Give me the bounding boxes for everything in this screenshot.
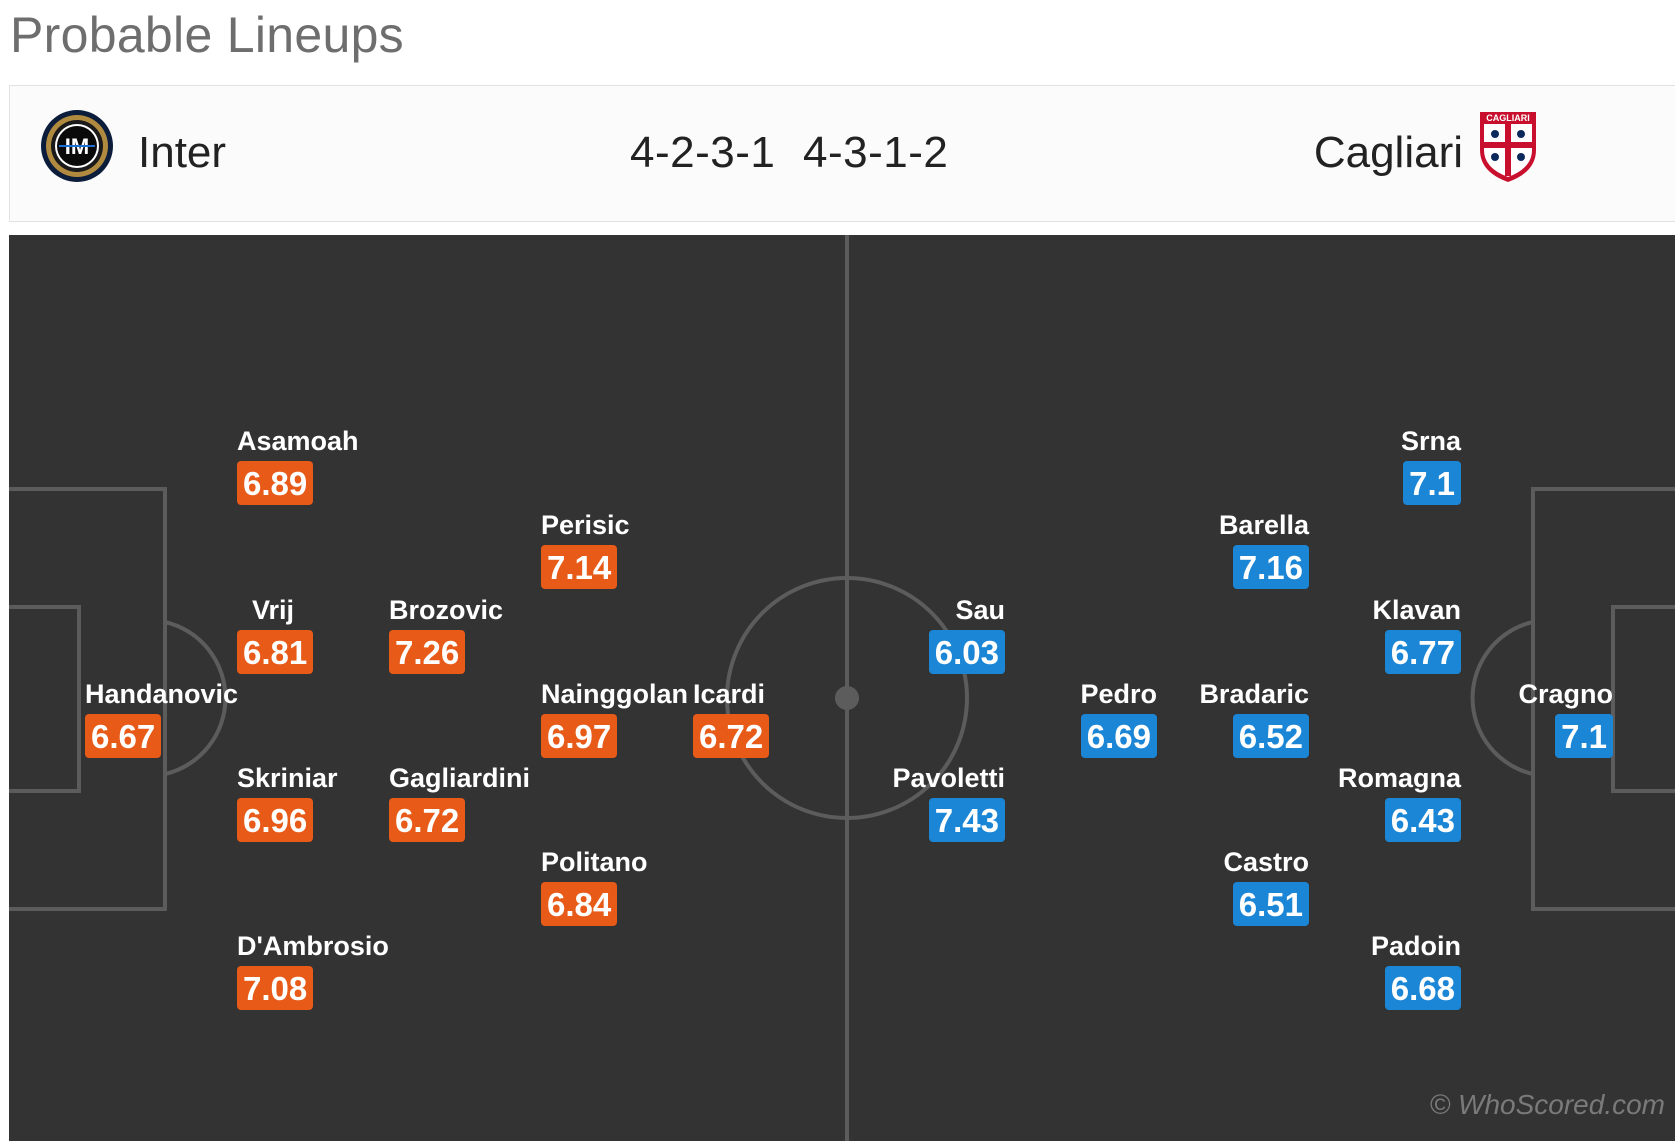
player-name: Skriniar xyxy=(237,763,338,793)
player-name: Handanovic xyxy=(85,679,239,709)
player-rating: 7.43 xyxy=(928,798,1005,842)
away-player-cragno[interactable]: Cragno 7.1 xyxy=(1518,678,1614,758)
away-player-pedro[interactable]: Pedro 6.69 xyxy=(1080,678,1157,758)
player-name: Srna xyxy=(1400,426,1461,456)
player-name: Perisic xyxy=(541,510,630,540)
player-name: D'Ambrosio xyxy=(237,931,389,961)
player-name: Bradaric xyxy=(1199,679,1309,709)
player-name: Barella xyxy=(1218,510,1309,540)
player-rating: 6.89 xyxy=(237,461,314,505)
away-team-name[interactable]: Cagliari xyxy=(1313,128,1463,177)
home-player-brozovic[interactable]: Brozovic 7.26 xyxy=(389,594,503,674)
player-rating: 6.52 xyxy=(1232,714,1309,758)
away-player-pavoletti[interactable]: Pavoletti 7.43 xyxy=(892,762,1005,842)
cagliari-crest-text: CAGLIARI xyxy=(1486,113,1530,123)
player-rating: 6.77 xyxy=(1384,630,1461,674)
home-player-perisic[interactable]: Perisic 7.14 xyxy=(541,509,630,589)
player-name: Icardi xyxy=(693,679,766,709)
player-rating: 7.08 xyxy=(237,966,314,1010)
away-player-romagna[interactable]: Romagna 6.43 xyxy=(1338,762,1461,842)
player-name: Gagliardini xyxy=(389,763,531,793)
watermark: © WhoScored.com xyxy=(1429,1089,1665,1120)
away-player-castro[interactable]: Castro 6.51 xyxy=(1223,846,1309,926)
home-player-politano[interactable]: Politano 6.84 xyxy=(541,846,648,926)
player-name: Pavoletti xyxy=(892,763,1005,793)
player-rating: 6.43 xyxy=(1384,798,1461,842)
player-name: Padoin xyxy=(1370,931,1461,961)
away-player-padoin[interactable]: Padoin 6.68 xyxy=(1371,930,1461,1010)
player-rating: 6.69 xyxy=(1080,714,1157,758)
player-name: Brozovic xyxy=(389,595,504,625)
home-player-icardi[interactable]: Icardi 6.72 xyxy=(693,678,770,758)
home-player-dambrosio[interactable]: D'Ambrosio 7.08 xyxy=(237,930,389,1010)
player-rating: 6.68 xyxy=(1384,966,1461,1010)
player-rating: 7.26 xyxy=(389,630,466,674)
player-name: Sau xyxy=(955,595,1005,625)
player-name: Vrij xyxy=(252,595,295,625)
home-player-handanovic[interactable]: Handanovic 6.67 xyxy=(85,678,238,758)
page-title: Probable Lineups xyxy=(10,7,404,63)
inter-crest-icon: IM xyxy=(41,110,113,182)
away-player-klavan[interactable]: Klavan 6.77 xyxy=(1372,594,1461,674)
player-rating: 6.84 xyxy=(541,882,618,926)
home-player-nainggolan[interactable]: Nainggolan 6.97 xyxy=(541,678,688,758)
player-rating: 6.81 xyxy=(237,630,314,674)
player-rating: 6.03 xyxy=(928,630,1005,674)
player-rating: 6.72 xyxy=(693,714,770,758)
player-name: Cragno xyxy=(1518,679,1614,709)
player-rating: 6.51 xyxy=(1232,882,1309,926)
player-name: Politano xyxy=(541,847,648,877)
player-name: Nainggolan xyxy=(541,679,688,709)
player-rating: 7.16 xyxy=(1232,545,1309,589)
home-player-skriniar[interactable]: Skriniar 6.96 xyxy=(237,762,338,842)
player-rating: 6.67 xyxy=(85,714,162,758)
player-name: Castro xyxy=(1223,847,1309,877)
player-name: Pedro xyxy=(1080,679,1157,709)
home-player-vrij[interactable]: Vrij 6.81 xyxy=(237,594,314,674)
home-team-name[interactable]: Inter xyxy=(138,128,227,177)
home-player-asamoah[interactable]: Asamoah 6.89 xyxy=(237,425,359,505)
home-player-gagliardini[interactable]: Gagliardini 6.72 xyxy=(389,762,530,842)
pitch: Handanovic 6.67 Asamoah 6.89 Vrij 6.81 S… xyxy=(9,235,1675,1141)
player-rating: 7.14 xyxy=(541,545,618,589)
player-rating: 6.72 xyxy=(389,798,466,842)
away-player-srna[interactable]: Srna 7.1 xyxy=(1401,425,1461,505)
teams-header: IM Inter 4-2-3-1 4-3-1-2 Cagliari CAGLIA… xyxy=(9,85,1675,222)
player-rating: 7.1 xyxy=(1403,461,1461,505)
player-rating: 6.96 xyxy=(237,798,314,842)
player-name: Klavan xyxy=(1372,595,1461,625)
away-player-barella[interactable]: Barella 7.16 xyxy=(1219,509,1309,589)
away-formation: 4-3-1-2 xyxy=(803,128,949,177)
pitch-markings xyxy=(9,235,1675,1141)
player-rating: 7.1 xyxy=(1555,714,1613,758)
home-formation: 4-2-3-1 xyxy=(630,128,776,177)
player-name: Romagna xyxy=(1337,763,1461,793)
player-rating: 6.97 xyxy=(541,714,618,758)
cagliari-crest-icon: CAGLIARI xyxy=(1480,112,1536,182)
player-name: Asamoah xyxy=(237,426,359,456)
away-player-bradaric[interactable]: Bradaric 6.52 xyxy=(1199,678,1309,758)
away-player-sau[interactable]: Sau 6.03 xyxy=(928,594,1005,674)
